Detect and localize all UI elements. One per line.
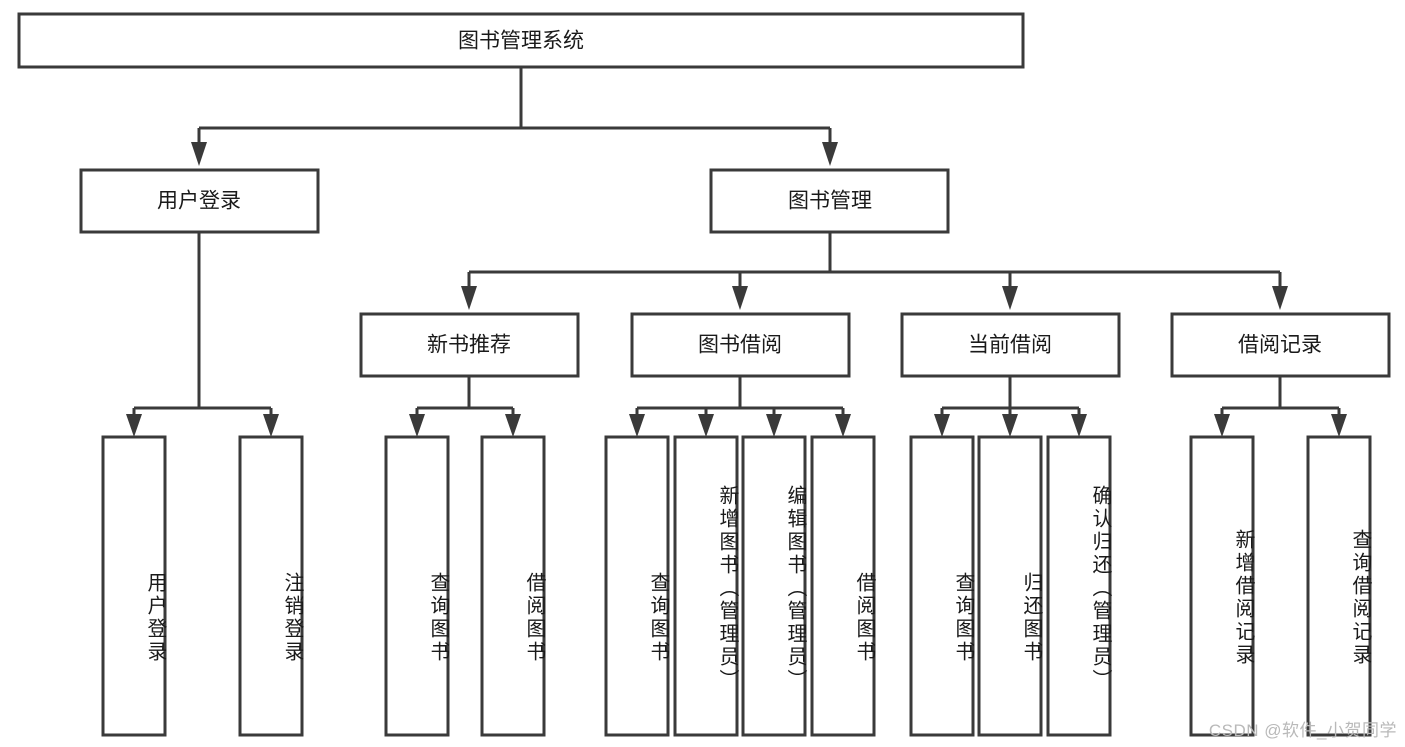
node-book-borrow[interactable]: 图书借阅 (630, 312, 851, 378)
node-book-manage[interactable]: 图书管理 (709, 168, 950, 234)
node-current-borrow[interactable]: 当前借阅 (900, 312, 1121, 378)
arrow-head-icon (1272, 286, 1288, 310)
node-user-login-box (79, 168, 320, 234)
arrow-head-icon (934, 414, 950, 437)
leaf-box[interactable] (384, 435, 450, 737)
leaf-box[interactable] (1046, 435, 1112, 737)
leaf-box[interactable] (1189, 435, 1255, 737)
node-user-login[interactable]: 用户登录 (79, 168, 320, 234)
node-root[interactable]: 图书管理系统 (17, 12, 1025, 69)
arrow-head-icon (263, 414, 279, 437)
arrow-head-icon (822, 142, 838, 166)
arrow-head-icon (766, 414, 782, 437)
arrow-head-icon (126, 414, 142, 437)
node-root-box (17, 12, 1025, 69)
arrow-head-icon (1002, 414, 1018, 437)
connector-book-borrow-to-leaves (629, 376, 851, 437)
node-new-book-recommend[interactable]: 新书推荐 (359, 312, 580, 378)
connector-new-book-recommend-to-leaves (409, 376, 521, 437)
arrow-head-icon (1071, 414, 1087, 437)
connector-borrow-record-to-leaves (1214, 376, 1347, 437)
node-new-book-recommend-label: 新书推荐 (427, 334, 511, 357)
leaf-box[interactable] (810, 435, 876, 737)
arrow-head-icon (629, 414, 645, 437)
arrow-head-icon (835, 414, 851, 437)
connector-user-login-to-leaves (126, 232, 279, 437)
arrow-head-icon (698, 414, 714, 437)
leaf-box[interactable] (909, 435, 975, 737)
node-user-login-label: 用户登录 (157, 190, 241, 213)
watermark-text: CSDN @软件_小贺同学 (1208, 721, 1397, 740)
node-current-borrow-label: 当前借阅 (968, 334, 1052, 357)
arrow-head-icon (409, 414, 425, 437)
arrow-head-icon (461, 286, 477, 310)
arrow-head-icon (1331, 414, 1347, 437)
leaf-box[interactable] (480, 435, 546, 737)
leaf-box[interactable] (741, 435, 807, 737)
arrow-head-icon (191, 142, 207, 166)
leaf-box[interactable] (1306, 435, 1372, 737)
arrow-head-icon (505, 414, 521, 437)
node-new-book-recommend-box (359, 312, 580, 378)
leaf-box[interactable] (238, 435, 304, 737)
connector-current-borrow-to-leaves (934, 376, 1087, 437)
arrow-head-icon (732, 286, 748, 310)
node-borrow-record[interactable]: 借阅记录 (1170, 312, 1391, 378)
arrow-head-icon (1214, 414, 1230, 437)
node-borrow-record-label: 借阅记录 (1238, 334, 1322, 357)
connector-book-manage-to-level3 (461, 232, 1288, 310)
node-book-borrow-label: 图书借阅 (698, 334, 782, 357)
arrow-head-icon (1002, 286, 1018, 310)
leaf-box[interactable] (977, 435, 1043, 737)
leaf-box[interactable] (101, 435, 167, 737)
connector-root-to-level2 (191, 67, 838, 166)
leaf-box[interactable] (673, 435, 739, 737)
leaf-box[interactable] (604, 435, 670, 737)
node-root-label: 图书管理系统 (458, 30, 584, 53)
node-current-borrow-box (900, 312, 1121, 378)
node-book-manage-label: 图书管理 (788, 190, 872, 213)
